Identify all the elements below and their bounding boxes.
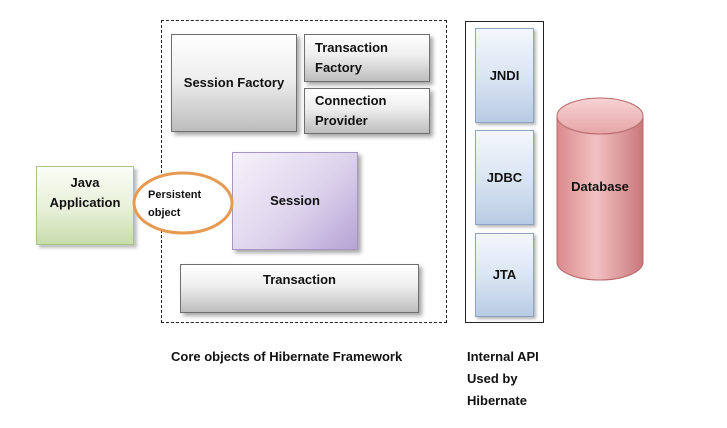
internal-api-caption-line-2: Used by <box>467 371 518 386</box>
transaction-factory-box: Transaction Factory <box>304 34 430 82</box>
jdbc-box: JDBC <box>475 130 534 225</box>
jdbc-label: JDBC <box>486 169 523 185</box>
connection-provider-label: Connection Provider <box>315 93 387 128</box>
internal-api-caption: Internal API Used by Hibernate <box>467 346 539 412</box>
core-objects-frame <box>161 20 447 323</box>
jndi-label: JNDI <box>489 67 520 83</box>
java-application-box: Java Application <box>36 166 134 245</box>
connection-provider-box: Connection Provider <box>304 88 430 134</box>
session-box: Session <box>232 152 358 250</box>
jta-box: JTA <box>475 233 534 317</box>
transaction-box: Transaction <box>180 264 419 313</box>
persistent-object-ellipse <box>132 171 234 235</box>
database-cylinder <box>556 97 644 281</box>
jndi-box: JNDI <box>475 28 534 123</box>
database-label: Database <box>571 179 629 194</box>
core-objects-caption: Core objects of Hibernate Framework <box>171 349 403 364</box>
session-label: Session <box>270 193 320 208</box>
session-factory-box: Session Factory <box>171 34 297 132</box>
java-application-label: Java Application <box>49 175 121 210</box>
persistent-object-label: Persistent object <box>148 189 202 219</box>
session-factory-label: Session Factory <box>183 75 285 90</box>
internal-api-caption-line-1: Internal API <box>467 349 539 364</box>
internal-api-caption-line-3: Hibernate <box>467 393 527 408</box>
internal-api-frame <box>465 21 544 323</box>
transaction-label: Transaction <box>263 272 336 287</box>
jta-label: JTA <box>492 267 517 282</box>
transaction-factory-label: Transaction Factory <box>315 40 388 75</box>
